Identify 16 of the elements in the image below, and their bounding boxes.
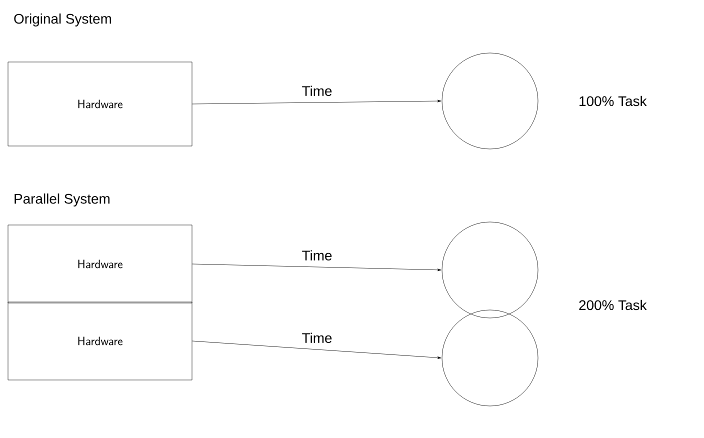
hardware-box: Hardware	[8, 302, 192, 380]
task-circle	[442, 222, 538, 318]
arrow	[192, 264, 442, 272]
edge-label: Time	[302, 86, 332, 96]
section-heading: Original System	[14, 14, 112, 26]
edge-label: Time	[302, 250, 332, 260]
arrow	[192, 100, 442, 104]
edge-label: Time	[302, 332, 332, 343]
task-label: 100% Task	[580, 96, 647, 106]
task-circle	[442, 310, 538, 406]
task-circle	[442, 52, 538, 150]
task-label: 200% Task	[579, 300, 647, 310]
hardware-box: Hardware	[8, 224, 192, 304]
section-heading: Parallel System	[14, 194, 110, 206]
hardware-box: Hardware	[8, 62, 192, 146]
arrow	[192, 340, 442, 359]
